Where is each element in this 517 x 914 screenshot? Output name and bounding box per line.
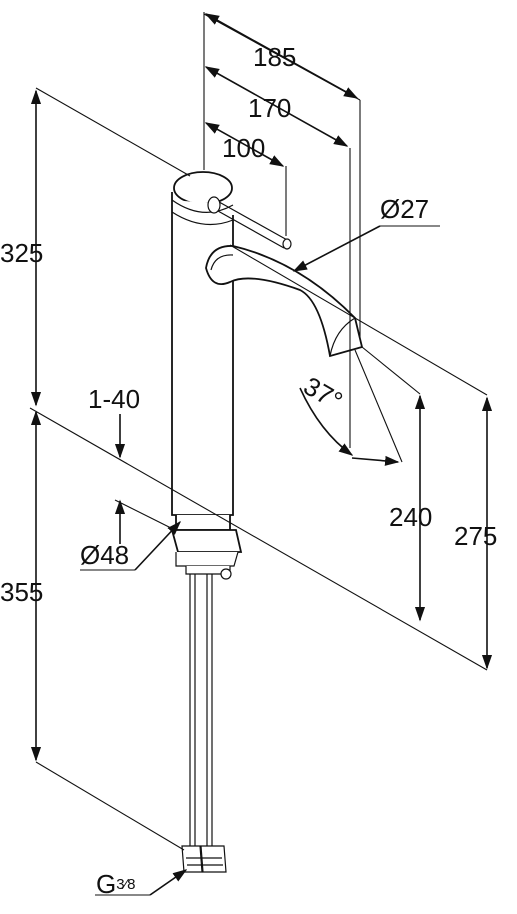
dim-185-label: 185 [253, 42, 296, 72]
dim-range-label: 1-40 [88, 384, 140, 414]
dim-100-label: 100 [222, 133, 265, 163]
dim-thread-fraction: 3⁄8 [116, 876, 135, 893]
dim-thread-main: G [96, 869, 116, 899]
dimension-labels: 185 170 100 Ø27 325 37° 1-40 240 275 Ø48… [0, 42, 497, 899]
dim-spout-diameter-label: Ø27 [380, 194, 429, 224]
dim-355-label: 355 [0, 577, 43, 607]
dim-275-label: 275 [454, 521, 497, 551]
tap-outline [170, 171, 364, 873]
dim-base-diameter-label: Ø48 [80, 540, 129, 570]
dim-thread-label: G3⁄8 [96, 869, 135, 899]
dim-170-label: 170 [248, 93, 291, 123]
dimension-lines [29, 12, 493, 896]
dim-240-label: 240 [389, 502, 432, 532]
dim-angle-label: 37° [299, 371, 348, 417]
dim-325-label: 325 [0, 238, 43, 268]
